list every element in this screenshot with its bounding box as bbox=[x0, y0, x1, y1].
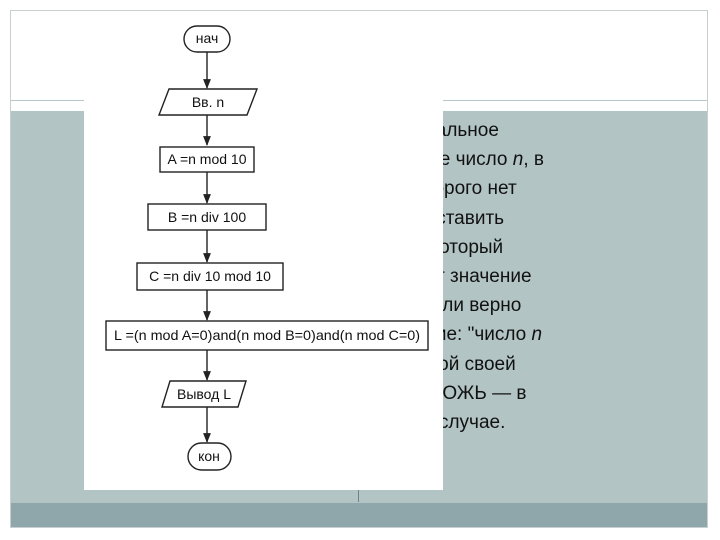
assign-b-box bbox=[147, 203, 267, 231]
flowchart-panel: нач Вв. n A =n mod 10 B =n div 100 C =n … bbox=[84, 14, 443, 490]
column-divider bbox=[358, 480, 359, 502]
assign-c-label: C =n div 10 mod 10 bbox=[149, 268, 271, 284]
end-label: кон bbox=[198, 448, 220, 464]
start-terminator bbox=[183, 25, 231, 53]
assign-c-box bbox=[136, 262, 284, 291]
start-label: нач bbox=[196, 30, 219, 46]
output-parallelogram bbox=[161, 380, 247, 408]
footer-bar bbox=[11, 503, 707, 527]
assign-b-label: B =n div 100 bbox=[168, 209, 246, 225]
flowchart: нач Вв. n A =n mod 10 B =n div 100 C =n … bbox=[105, 25, 429, 471]
end-terminator bbox=[187, 442, 232, 471]
input-label: Вв. n bbox=[192, 94, 224, 110]
assign-l-box bbox=[105, 320, 429, 351]
input-parallelogram bbox=[157, 88, 259, 116]
assign-a-box bbox=[159, 146, 255, 173]
slide-frame bbox=[10, 10, 708, 528]
assign-a-label: A =n mod 10 bbox=[167, 151, 246, 167]
assign-l-label: L =(n mod A=0)and(n mod B=0)and(n mod C=… bbox=[114, 327, 420, 343]
output-label: Вывод L bbox=[177, 386, 231, 402]
